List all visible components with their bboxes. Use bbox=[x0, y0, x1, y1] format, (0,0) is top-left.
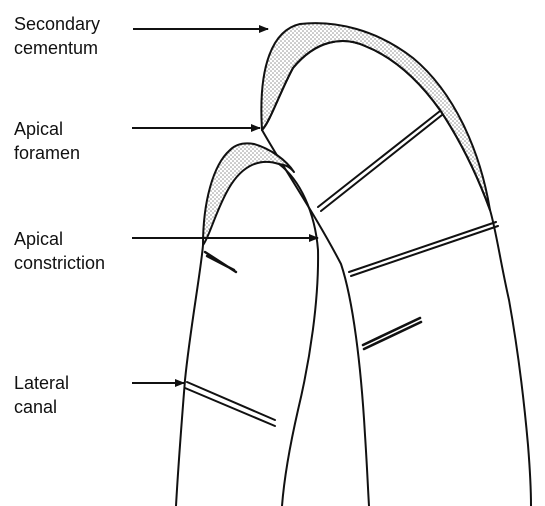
large-root-segment-line-1 bbox=[318, 111, 442, 211]
small-root bbox=[176, 143, 318, 506]
leader-arrows bbox=[132, 29, 318, 383]
label-lateral-canal: Lateral canal bbox=[14, 371, 69, 419]
large-root-right-outline bbox=[490, 210, 531, 506]
small-root-cementum-cap bbox=[203, 143, 294, 245]
label-secondary-cementum-line2: cementum bbox=[14, 36, 100, 60]
large-root-segment-line-2 bbox=[349, 222, 498, 276]
large-root bbox=[261, 23, 531, 506]
label-apical-constriction-line1: Apical bbox=[14, 227, 105, 251]
label-lateral-canal-line1: Lateral bbox=[14, 371, 69, 395]
label-apical-foramen: Apical foramen bbox=[14, 117, 80, 165]
label-apical-constriction-line2: constriction bbox=[14, 251, 105, 275]
label-secondary-cementum: Secondary cementum bbox=[14, 12, 100, 60]
label-secondary-cementum-line1: Secondary bbox=[14, 12, 100, 36]
label-apical-constriction: Apical constriction bbox=[14, 227, 105, 275]
small-root-lateral-canal-line bbox=[185, 382, 275, 426]
label-apical-foramen-line1: Apical bbox=[14, 117, 80, 141]
large-root-lateral-canal bbox=[363, 318, 421, 349]
small-root-left-outline bbox=[176, 245, 203, 506]
label-lateral-canal-line2: canal bbox=[14, 395, 69, 419]
label-apical-foramen-line2: foramen bbox=[14, 141, 80, 165]
small-root-right-outline bbox=[279, 164, 318, 506]
small-root-constriction-mark bbox=[205, 252, 236, 272]
